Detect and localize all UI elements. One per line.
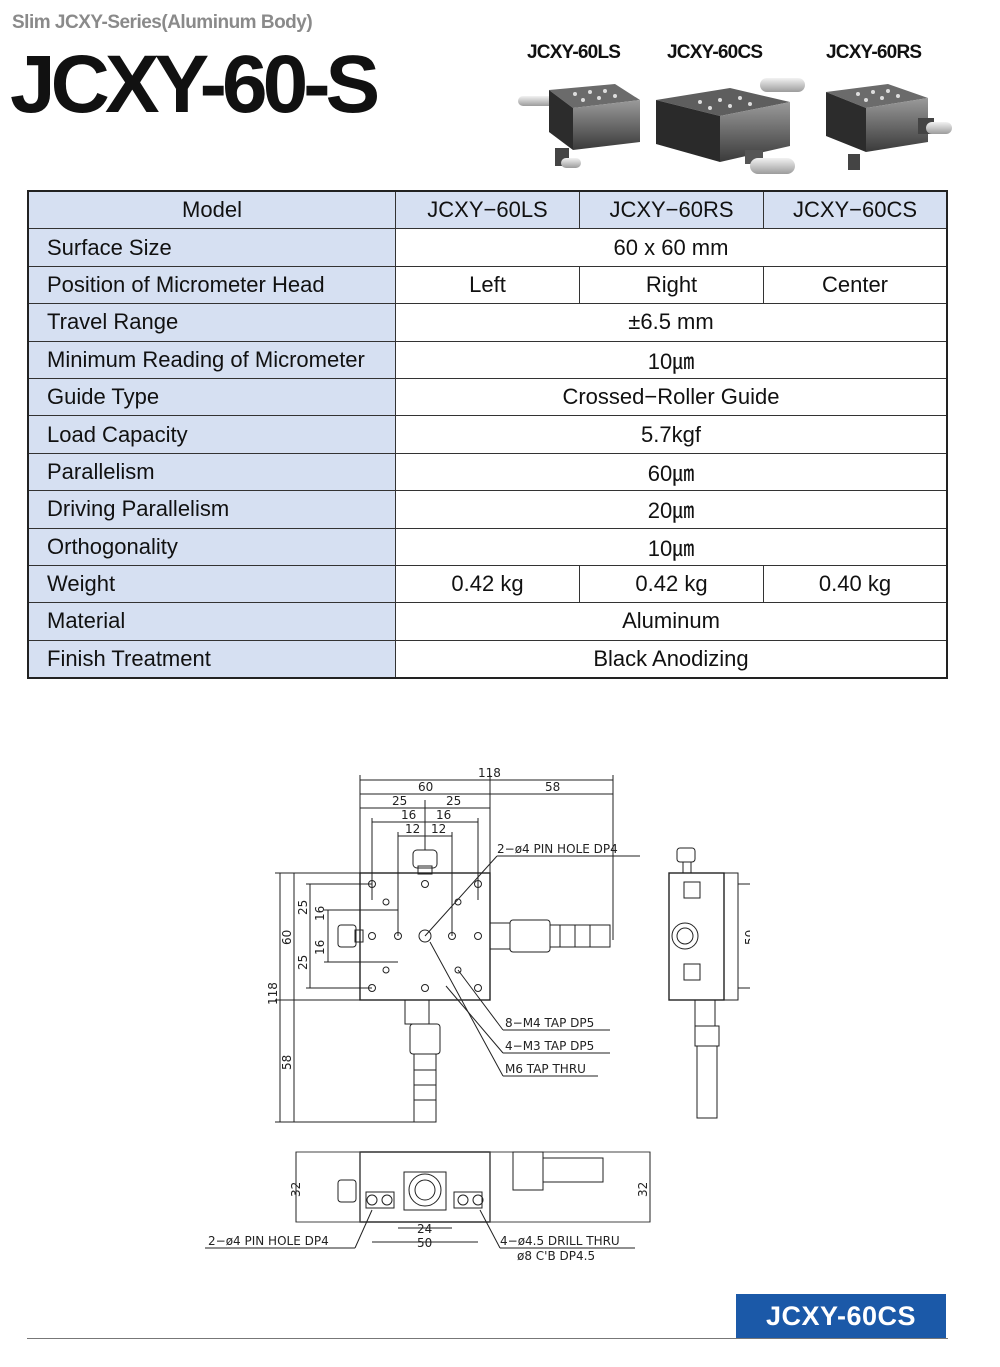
row-value: Center: [763, 265, 948, 305]
dim-12a-top: 12: [405, 822, 420, 836]
dim-118-top: 118: [478, 766, 501, 780]
row-value: 10㎛: [395, 527, 948, 566]
table-header-row: Model JCXY−60LS JCXY−60RS JCXY−60CS: [27, 190, 948, 230]
row-value: ±6.5 mm: [395, 303, 948, 342]
photo-label-60rs: JCXY-60RS: [826, 42, 922, 63]
row-label: Surface Size: [27, 228, 396, 267]
table-row: Weight 0.42 kg 0.42 kg 0.40 kg: [27, 564, 948, 604]
dim-25a-top: 25: [392, 794, 407, 808]
table-row: Driving Parallelism 20㎛: [27, 490, 948, 529]
row-value: 0.42 kg: [579, 564, 764, 604]
row-label: Orthogonality: [27, 527, 396, 566]
dim-50-bottom: 50: [417, 1236, 432, 1250]
dim-60-top: 60: [418, 780, 433, 794]
row-value: 5.7kgf: [395, 415, 948, 454]
dim-24-bottom: 24: [417, 1222, 432, 1236]
row-label: Parallelism: [27, 452, 396, 492]
row-value: Right: [579, 265, 764, 305]
row-value: 0.42 kg: [395, 564, 580, 604]
dim-25b-top: 25: [446, 794, 461, 808]
row-label: Minimum Reading of Micrometer: [27, 340, 396, 379]
row-label: Driving Parallelism: [27, 490, 396, 529]
dim-25b-left: 25: [296, 955, 310, 970]
table-row: Travel Range ±6.5 mm: [27, 303, 948, 342]
row-label: Position of Micrometer Head: [27, 265, 396, 305]
table-row: Minimum Reading of Micrometer 10㎛: [27, 340, 948, 379]
dim-50-side: 50: [743, 930, 750, 945]
row-value: 60㎛: [395, 452, 948, 492]
table-row: Load Capacity 5.7kgf: [27, 415, 948, 454]
photo-label-60cs: JCXY-60CS: [667, 42, 763, 63]
header-model-label: Model: [27, 190, 396, 230]
dim-118-left: 118: [266, 982, 280, 1005]
table-row: Parallelism 60㎛: [27, 452, 948, 492]
dim-12b-top: 12: [431, 822, 446, 836]
header-model-60rs: JCXY−60RS: [579, 190, 764, 230]
footer-divider: [27, 1338, 948, 1339]
row-value: Aluminum: [395, 602, 948, 641]
callout-pin-hole-bottom: 2−ø4 PIN HOLE DP4: [208, 1234, 329, 1248]
dim-16a-left: 16: [313, 906, 327, 921]
table-row: Material Aluminum: [27, 602, 948, 641]
row-value: 20㎛: [395, 490, 948, 529]
row-label: Material: [27, 602, 396, 641]
dim-32b-bottom: 32: [636, 1182, 650, 1197]
header-model-60cs: JCXY−60CS: [763, 190, 948, 230]
callout-m3-tap: 4−M3 TAP DP5: [505, 1039, 594, 1053]
stage-photo-60ls: [518, 84, 640, 168]
dim-25a-left: 25: [296, 900, 310, 915]
dim-16b-top: 16: [436, 808, 451, 822]
row-label: Travel Range: [27, 303, 396, 342]
callout-m6-tap: M6 TAP THRU: [505, 1062, 586, 1076]
stage-photo-60rs: [826, 84, 952, 170]
dim-16a-top: 16: [401, 808, 416, 822]
dim-60-left: 60: [280, 930, 294, 945]
row-label: Guide Type: [27, 377, 396, 417]
table-row: Surface Size 60 x 60 mm: [27, 228, 948, 267]
row-label: Weight: [27, 564, 396, 604]
stage-photo-60cs: [656, 78, 805, 174]
table-row: Orthogonality 10㎛: [27, 527, 948, 566]
row-value: 0.40 kg: [763, 564, 948, 604]
specification-table: Model JCXY−60LS JCXY−60RS JCXY−60CS Surf…: [27, 190, 948, 680]
callout-pin-hole-top: 2−ø4 PIN HOLE DP4: [497, 842, 618, 856]
row-value: Black Anodizing: [395, 639, 948, 679]
model-title: JCXY-60-S: [10, 39, 380, 130]
dim-16b-left: 16: [313, 940, 327, 955]
callout-counterbore: ø8 C'B DP4.5: [517, 1249, 595, 1263]
row-value: 60 x 60 mm: [395, 228, 948, 267]
series-subtitle: Slim JCXY-Series(Aluminum Body): [12, 12, 313, 33]
table-row: Finish Treatment Black Anodizing: [27, 639, 948, 679]
photo-label-60ls: JCXY-60LS: [527, 42, 621, 63]
callout-drill-thru: 4−ø4.5 DRILL THRU: [500, 1234, 620, 1248]
header-model-60ls: JCXY−60LS: [395, 190, 580, 230]
row-value: Crossed−Roller Guide: [395, 377, 948, 417]
table-row: Position of Micrometer Head Left Right C…: [27, 265, 948, 305]
dim-58-left: 58: [280, 1055, 294, 1070]
dim-58-top: 58: [545, 780, 560, 794]
dim-32a-bottom: 32: [289, 1182, 303, 1197]
row-value: Left: [395, 265, 580, 305]
row-label: Load Capacity: [27, 415, 396, 454]
callout-m4-tap: 8−M4 TAP DP5: [505, 1016, 594, 1030]
row-value: 10㎛: [395, 340, 948, 379]
table-row: Guide Type Crossed−Roller Guide: [27, 377, 948, 417]
model-badge: JCXY-60CS: [736, 1294, 946, 1338]
row-label: Finish Treatment: [27, 639, 396, 679]
technical-drawing: 118 60 58 25 25 16 16 12 12 118 60 58 25…: [205, 766, 750, 1263]
